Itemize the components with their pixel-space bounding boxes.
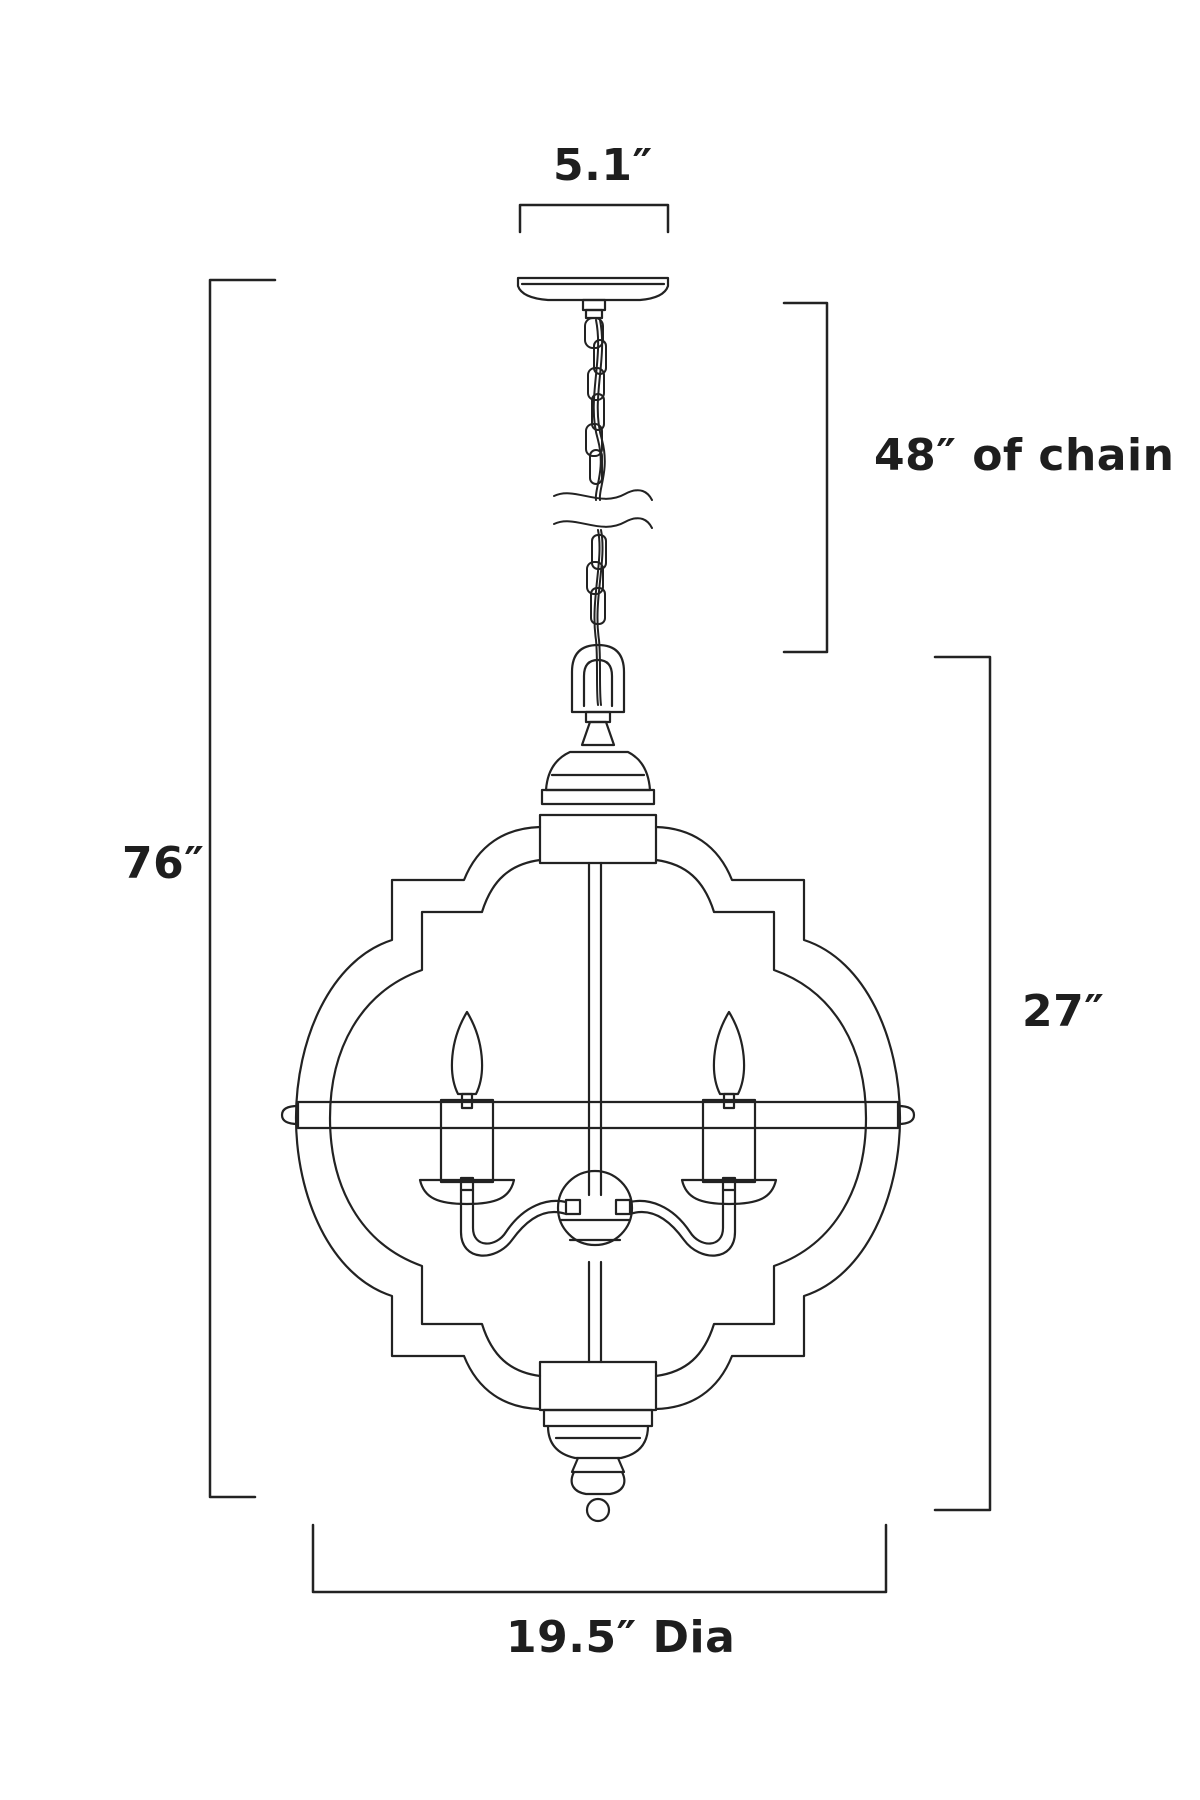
fixture-diameter-label: 19.5″ Dia [506, 1612, 736, 1663]
overall-height-label: 76″ [122, 838, 205, 889]
fixture-height-bracket [933, 655, 992, 1512]
chain-length-label: 48″ of chain [874, 430, 1175, 481]
chain-upper [584, 317, 607, 501]
chain-break [553, 489, 653, 529]
center-hub [556, 1169, 634, 1247]
bottom-finial [538, 1360, 658, 1523]
candle-right [614, 1010, 778, 1257]
canopy-width-bracket [518, 203, 670, 234]
frame-outer [294, 825, 902, 1411]
canopy [516, 276, 670, 320]
fixture-width-bracket [311, 1523, 888, 1594]
candle-left [418, 1010, 582, 1257]
overall-height-bracket [208, 278, 277, 1499]
frame-inner [328, 858, 868, 1378]
center-rod [587, 861, 603, 1364]
top-cap [538, 710, 658, 865]
shackle [570, 643, 626, 714]
canopy-width-label: 5.1″ [553, 140, 653, 191]
fixture-height-label: 27″ [1022, 986, 1105, 1037]
chain-lower [586, 529, 607, 706]
horizontal-band [280, 1100, 916, 1130]
chain-length-bracket [782, 301, 829, 654]
